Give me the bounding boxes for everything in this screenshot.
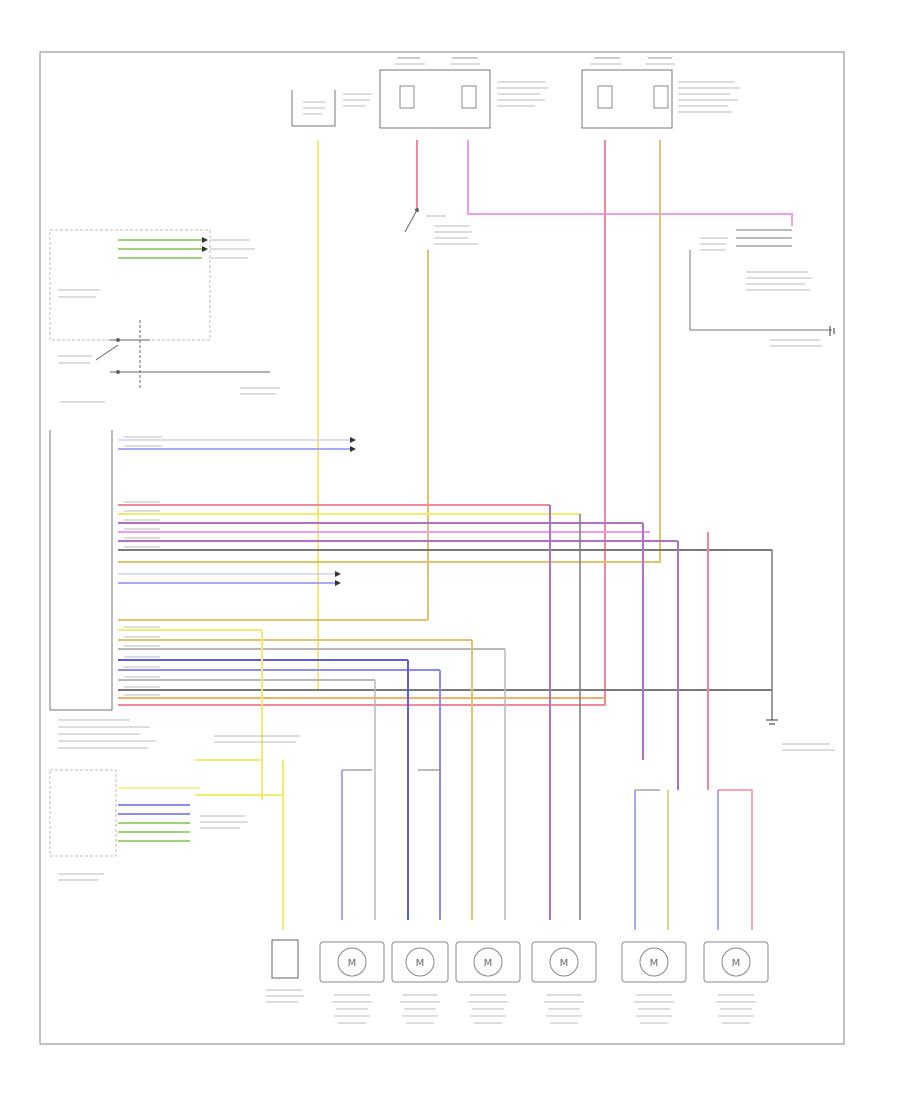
relay-switch: [404, 208, 478, 245]
feed-module-top-left: [291, 90, 372, 127]
fuse-block-right: [581, 57, 740, 129]
connector-arrows: [202, 237, 356, 586]
passenger-occupant-unit: [49, 769, 248, 881]
seat-heater-element: [266, 939, 304, 1003]
junction-block: [118, 735, 300, 796]
svg-text:M: M: [348, 958, 357, 969]
panel-switch: [58, 320, 280, 403]
svg-text:M: M: [484, 958, 493, 969]
seat-motor-right-2: M: [621, 941, 687, 1024]
sheet-border: [39, 51, 845, 1045]
svg-text:M: M: [560, 958, 569, 969]
connector-pin-labels: [124, 436, 162, 696]
seat-motor-right-3: M: [703, 941, 769, 1024]
seat-control-module: [49, 229, 255, 341]
seat-motor-right-1: M: [531, 941, 597, 1024]
seat-motor-left-2: M: [391, 941, 449, 1024]
seat-motor-left-1: M: [319, 941, 385, 1024]
seat-motor-left-3: M: [455, 941, 521, 1024]
svg-text:M: M: [650, 958, 659, 969]
right-connector-module: [689, 229, 832, 347]
svg-text:M: M: [732, 958, 741, 969]
ground-symbol: [766, 326, 835, 725]
svg-text:M: M: [416, 958, 425, 969]
fuse-block-left: [379, 57, 548, 129]
seat-control-module-main: [49, 430, 156, 749]
